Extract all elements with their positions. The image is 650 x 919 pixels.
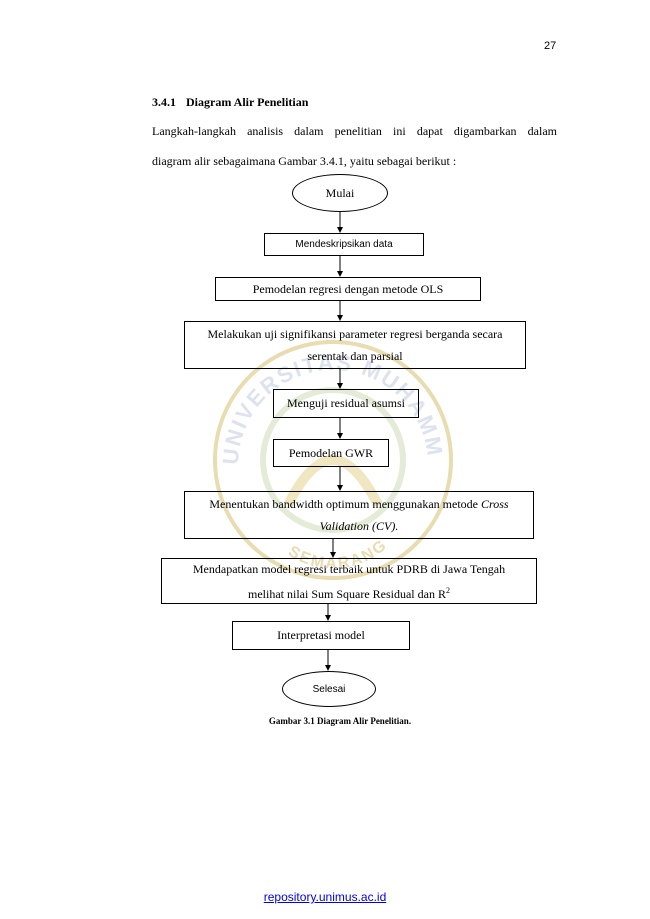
section-heading: 3.4.1 Diagram Alir Penelitian — [152, 95, 308, 110]
flow-step-6-line-2: Validation (CV). — [319, 519, 399, 533]
flow-step-1-label: Mendeskripsikan data — [295, 239, 393, 250]
flow-step-describe-data: Mendeskripsikan data — [264, 233, 424, 256]
flow-start: Mulai — [292, 174, 388, 212]
flow-step-gwr: Pemodelan GWR — [273, 439, 389, 467]
section-number: 3.4.1 — [152, 95, 176, 109]
flow-step-3-line-1: Melakukan uji signifikansi parameter reg… — [207, 327, 503, 341]
flow-end-label: Selesai — [312, 683, 346, 695]
flow-step-2-label: Pemodelan regresi dengan metode OLS — [252, 281, 444, 296]
flow-step-significance-test: Melakukan uji signifikansi parameter reg… — [184, 321, 526, 369]
flow-step-7-superscript: 2 — [445, 585, 450, 595]
flow-step-bandwidth: Menentukan bandwidth optimum menggunakan… — [184, 491, 534, 539]
flow-step-ols: Pemodelan regresi dengan metode OLS — [215, 277, 481, 301]
flow-step-7-line-1: Mendapatkan model regresi terbaik untuk … — [192, 561, 506, 576]
page-number: 27 — [544, 40, 557, 52]
flow-end: Selesai — [282, 671, 376, 707]
flow-step-6-line-1: Menentukan bandwidth optimum menggunakan… — [209, 493, 508, 515]
paragraph-line-1: Langkah-langkah analisis dalam penelitia… — [152, 124, 557, 138]
section-title: Diagram Alir Penelitian — [186, 95, 309, 109]
figure-caption: Gambar 3.1 Diagram Alir Penelitian. — [268, 716, 412, 726]
university-seal-watermark: UNIVERSITAS MUHAMMADIYAH SEMARANG — [208, 335, 453, 580]
flow-start-label: Mulai — [325, 185, 355, 200]
flow-step-best-model: Mendapatkan model regresi terbaik untuk … — [161, 558, 537, 604]
flow-step-4-label: Menguji residual asumsi — [287, 396, 405, 410]
flow-step-7-line-2-text: melihat nilai Sum Square Residual dan R — [248, 586, 446, 601]
flow-step-6-line-1-italic: Cross — [481, 497, 509, 511]
paragraph-line-2: diagram alir sebagaimana Gambar 3.4.1, y… — [152, 154, 457, 168]
flow-step-7-line-2: melihat nilai Sum Square Residual dan R2 — [248, 580, 450, 605]
flow-step-5-label: Pemodelan GWR — [288, 445, 374, 460]
flow-step-3-line-2: serentak dan parsial — [307, 349, 403, 363]
repository-link[interactable]: repository.unimus.ac.id — [263, 890, 387, 904]
flow-step-interpretation: Interpretasi model — [232, 621, 410, 650]
flow-step-8-label: Interpretasi model — [277, 628, 365, 642]
flow-step-residual-test: Menguji residual asumsi — [273, 389, 419, 418]
flow-step-6-line-1-text: Menentukan bandwidth optimum menggunakan… — [209, 497, 482, 511]
